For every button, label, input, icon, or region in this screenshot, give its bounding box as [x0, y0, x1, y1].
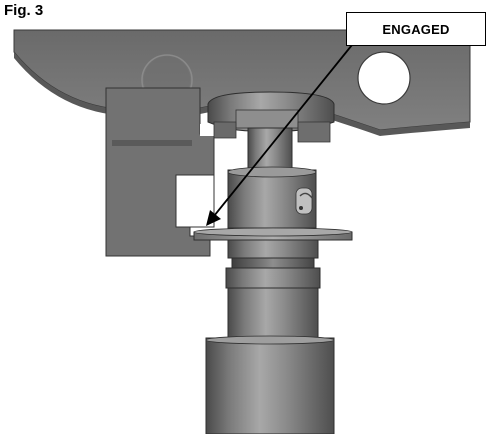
base-tube-top: [205, 335, 335, 345]
callout-text: ENGAGED: [382, 21, 450, 37]
callout-arrowhead: [206, 210, 221, 226]
knob-cap-tab-right: [297, 121, 331, 143]
right-hole: [357, 51, 411, 105]
upper-cylinder-top: [227, 166, 317, 178]
flange-top: [193, 227, 353, 237]
detent-pin-slot: [299, 192, 313, 199]
lower-shaft: [227, 287, 319, 343]
base-tube: [205, 337, 335, 435]
collar-ring-1: [227, 239, 319, 259]
knob-cap-tab-left: [213, 121, 237, 139]
callout-box: ENGAGED: [346, 12, 486, 46]
bracket-highlight: [112, 140, 192, 146]
detent-pin-dot: [299, 206, 303, 210]
knob-cap-flat: [235, 109, 299, 129]
figure-label: Fig. 3: [4, 2, 44, 19]
bracket-window: [175, 174, 215, 228]
collar-ring-2: [225, 267, 321, 289]
collar-groove: [231, 257, 315, 269]
callout-leader-line: [213, 39, 357, 217]
detent-pin-body: [295, 187, 313, 215]
